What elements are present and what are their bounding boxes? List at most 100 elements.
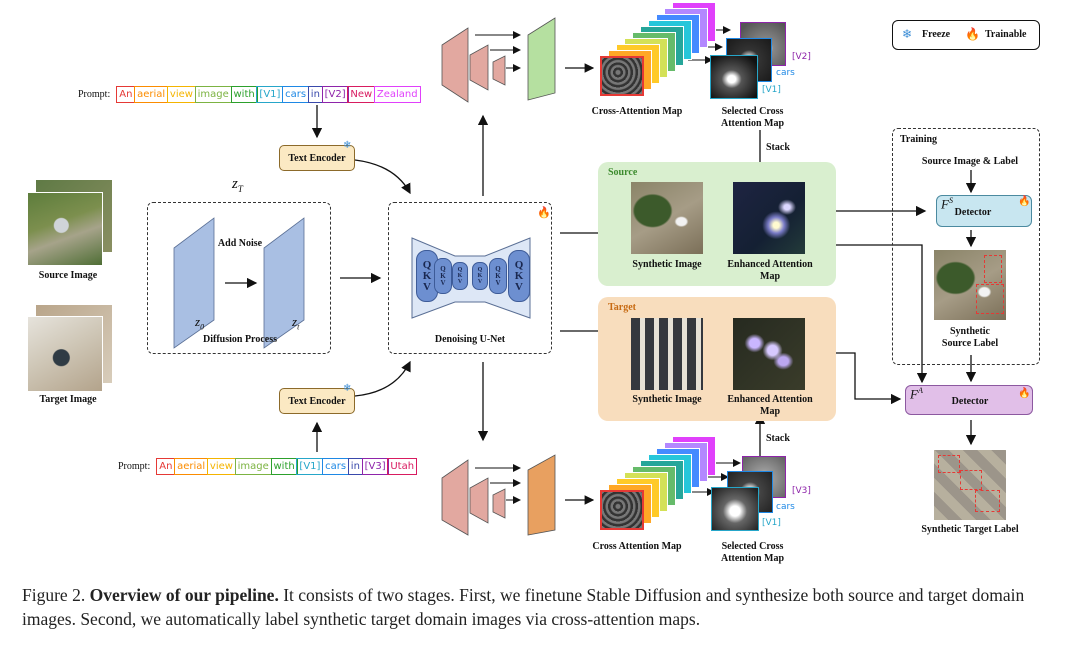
bbox-target-3 xyxy=(975,490,1000,512)
prompt-token: Zealand xyxy=(373,86,421,103)
qkv-letter: Q xyxy=(457,267,463,273)
synthetic-source-label: Synthetic Source Label xyxy=(941,326,999,349)
legend-box xyxy=(892,20,1040,50)
bbox-target-1 xyxy=(938,455,960,473)
qkv-letter: K xyxy=(514,269,524,282)
qkv-letter: Q xyxy=(422,258,432,271)
text-encoder-bottom: Text Encoder xyxy=(279,388,355,414)
selected-map-v1-bottom xyxy=(711,487,759,531)
source-image-label: Source Image xyxy=(38,270,98,281)
detector-fa xyxy=(905,385,1033,415)
qkv-letter: V xyxy=(457,279,463,285)
v1-token-top: [V1] xyxy=(762,85,781,95)
flame-icon: 🔥 xyxy=(537,207,551,219)
z-0-label: z0 xyxy=(195,314,205,332)
legend-trainable-label: Trainable xyxy=(985,29,1027,40)
qkv-letter: Q xyxy=(477,267,483,273)
qkv-letter: Q xyxy=(495,264,501,273)
add-noise-label: Add Noise xyxy=(217,238,263,249)
arrow-encoder-bottom-to-unet xyxy=(354,360,411,397)
snowflake-icon: ❄ xyxy=(343,140,352,151)
unet-output-bottom xyxy=(527,454,556,536)
source-image-and-label: Source Image & Label xyxy=(921,156,1019,167)
stack-label-top: Stack xyxy=(766,142,790,153)
flame-icon: 🔥 xyxy=(1018,196,1031,207)
unet-block-top-3 xyxy=(492,55,506,86)
target-image xyxy=(27,316,103,392)
qkv-letter: K xyxy=(495,271,501,280)
cars-token-bottom: cars xyxy=(776,502,795,512)
unet-output-top xyxy=(527,17,556,101)
diffusion-planes xyxy=(173,217,305,349)
unet-block-top-2 xyxy=(469,44,489,91)
f-a-symbol: FA xyxy=(910,386,923,402)
caption-prefix: Figure 2. xyxy=(22,585,90,605)
synthetic-target-label-image xyxy=(934,450,1006,520)
latent-plane-z0 xyxy=(173,217,215,349)
training-box xyxy=(892,128,1040,365)
bbox-source-2 xyxy=(976,284,1004,314)
latent-plane-zt xyxy=(263,217,305,349)
selected-map-v1-top xyxy=(710,55,758,99)
source-panel-title: Source xyxy=(608,167,638,178)
figure-caption: Figure 2. Overview of our pipeline. It c… xyxy=(22,583,1062,631)
prompt-token: Utah xyxy=(387,458,418,475)
attention-map-front xyxy=(600,56,644,96)
prompt-label: Prompt: xyxy=(118,461,151,472)
training-label: Training xyxy=(900,134,938,145)
synthetic-source-image xyxy=(631,182,703,254)
synthetic-image-label-target: Synthetic Image xyxy=(632,394,702,405)
snowflake-icon: ❄ xyxy=(902,27,913,41)
detector-label-fa: Detector xyxy=(951,396,989,407)
v1-token-bottom: [V1] xyxy=(762,518,781,528)
selected-cross-label-bottom: Selected Cross Attention Map xyxy=(720,541,785,564)
diffusion-process-label: Diffusion Process xyxy=(203,334,277,345)
qkv-letter: K xyxy=(440,271,446,280)
qkv-letter: V xyxy=(423,280,431,293)
cross-attention-map-label-bottom: Cross Attention Map xyxy=(592,541,682,552)
prompt-label: Prompt: xyxy=(78,89,111,100)
qkv-letter: Q xyxy=(440,264,446,273)
synthetic-target-label: Synthetic Target Label xyxy=(921,524,1019,535)
denoising-unet-box xyxy=(388,202,552,354)
qkv-letter: Q xyxy=(514,258,524,271)
enhanced-attention-map-target xyxy=(733,318,805,390)
selected-cross-label-top: Selected Cross Attention Map xyxy=(720,106,785,129)
z-T-label: zT xyxy=(232,176,243,194)
qkv-letter: V xyxy=(515,280,523,293)
enhanced-attention-label-source: Enhanced Attention Map xyxy=(727,259,813,282)
synthetic-image-label-source: Synthetic Image xyxy=(632,259,702,270)
arrow-encoder-top-to-unet xyxy=(354,159,411,195)
detector-fs xyxy=(936,195,1032,227)
enhanced-attention-map-source xyxy=(733,182,805,254)
qkv-letter: V xyxy=(477,279,483,285)
denoising-unet-label: Denoising U-Net xyxy=(434,334,506,345)
flame-icon: 🔥 xyxy=(965,27,980,41)
unet-block-bottom-1 xyxy=(441,459,469,536)
flame-icon: 🔥 xyxy=(1018,388,1031,399)
legend-freeze-label: Freeze xyxy=(922,29,951,40)
unet-block-top-1 xyxy=(441,27,469,103)
arrow-source-map-to-fa xyxy=(815,244,928,384)
bbox-source-1 xyxy=(984,255,1002,283)
f-s-symbol: FS xyxy=(941,196,953,212)
enhanced-attention-label-target: Enhanced Attention Map xyxy=(727,394,813,417)
caption-bold: Overview of our pipeline. xyxy=(89,585,279,605)
detector-label-fs: Detector xyxy=(954,207,992,218)
source-image xyxy=(27,192,103,266)
v3-token-bottom: [V3] xyxy=(792,486,811,496)
bbox-target-2 xyxy=(960,470,982,490)
z-t-label: zt xyxy=(292,314,300,332)
qkv-letter: K xyxy=(457,273,463,279)
text-encoder-top: Text Encoder xyxy=(279,145,355,171)
synthetic-source-label-image xyxy=(934,250,1006,320)
snowflake-icon: ❄ xyxy=(343,383,352,394)
cross-attention-map-label-top: Cross-Attention Map xyxy=(591,106,683,117)
diffusion-process-box xyxy=(147,202,331,354)
target-panel-title: Target xyxy=(608,302,636,313)
